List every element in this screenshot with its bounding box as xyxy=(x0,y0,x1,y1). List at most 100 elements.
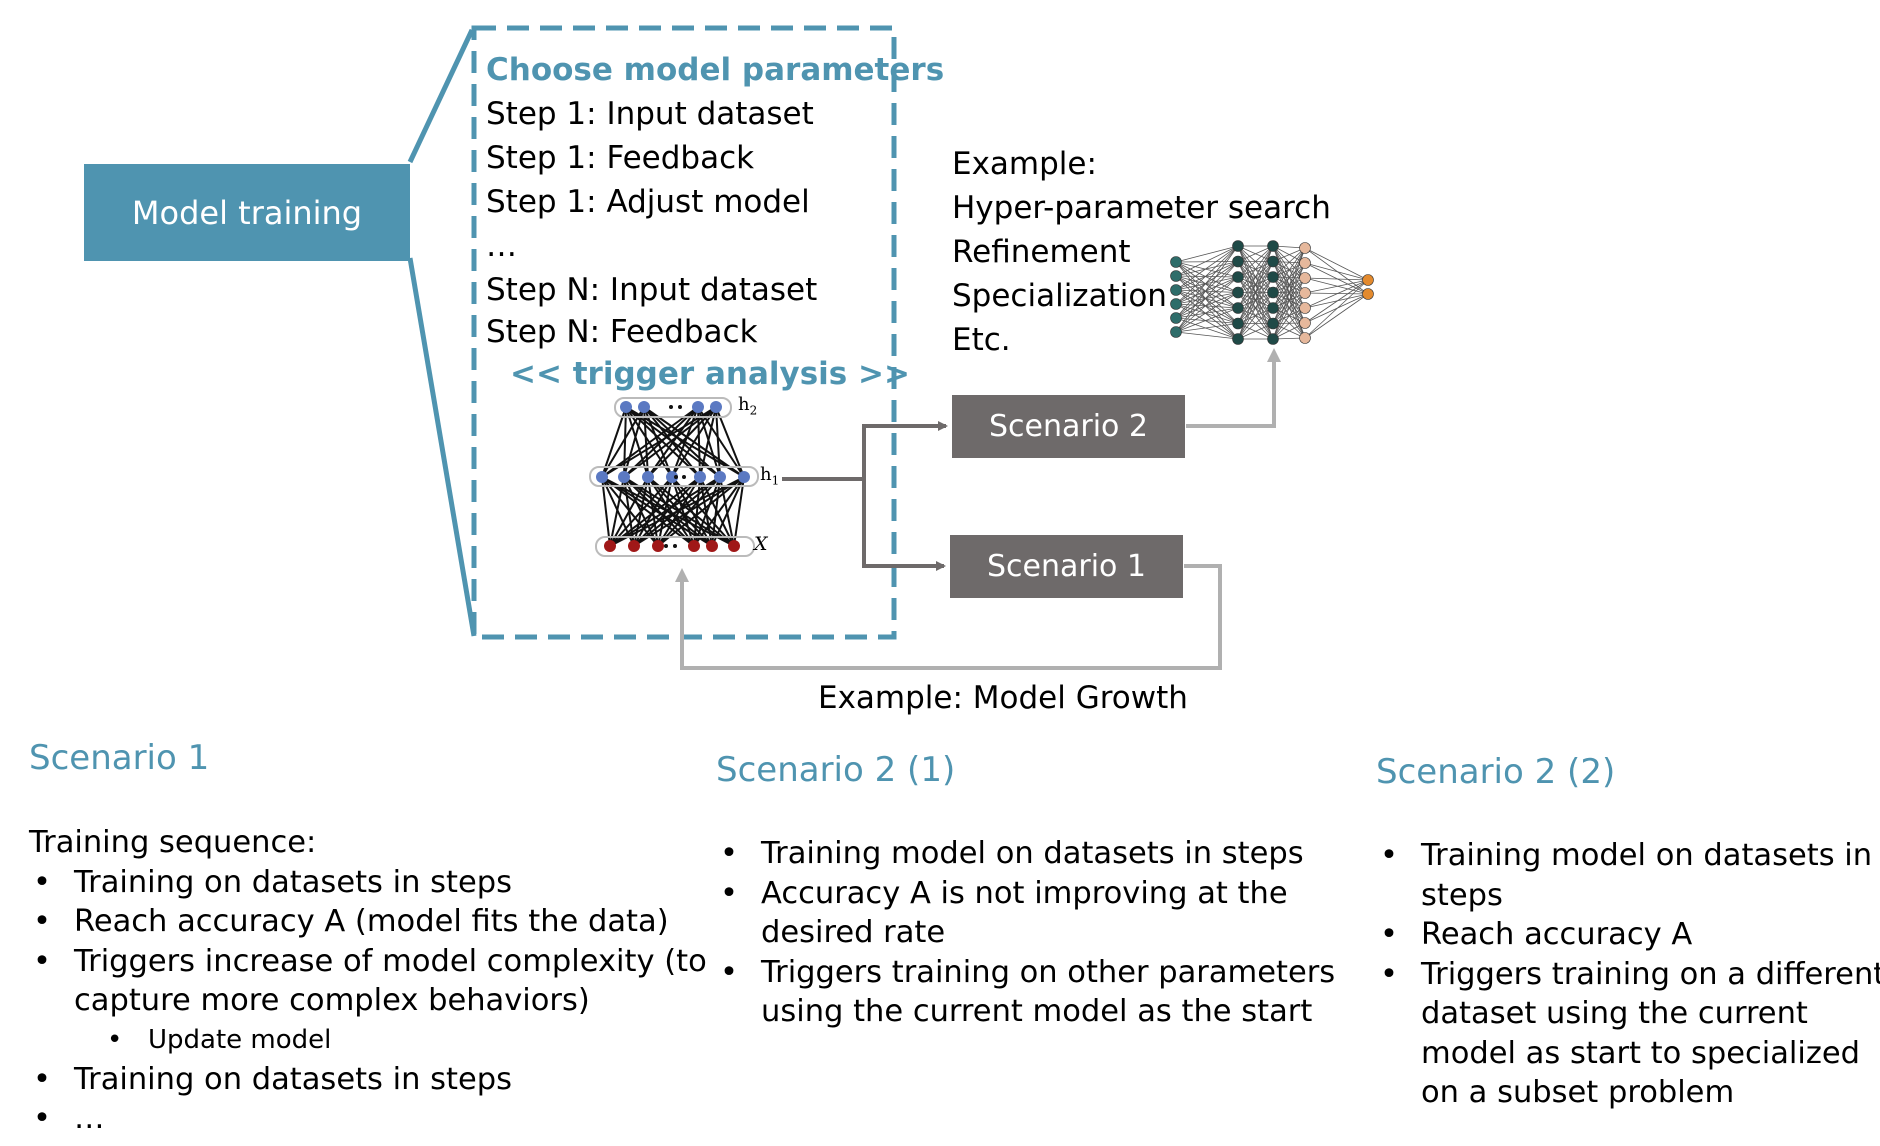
layer-h1-subscript: 1 xyxy=(771,473,780,488)
scenario-1-label: Scenario 1 xyxy=(986,549,1147,584)
network-edge xyxy=(711,476,721,547)
deep-network-edge xyxy=(1175,261,1239,340)
network-edge xyxy=(671,406,717,478)
deep-network-edge xyxy=(1304,279,1369,339)
network-edge xyxy=(733,476,745,547)
deep-network-edge xyxy=(1175,245,1239,291)
deep-network-edge xyxy=(1175,261,1239,263)
list-item: Training on datasets in steps xyxy=(29,1060,707,1100)
deep-network-edge xyxy=(1175,303,1239,324)
deep-network-node xyxy=(1232,317,1244,330)
deep-network-edge xyxy=(1175,276,1239,305)
network-edge xyxy=(693,476,721,547)
scenario-1-bullets: Training on datasets in steps Reach accu… xyxy=(29,863,707,1139)
deep-network-edge xyxy=(1304,247,1369,295)
network-edge xyxy=(601,406,717,478)
list-item-line: desired rate xyxy=(761,915,946,950)
deep-network-node xyxy=(1232,255,1244,268)
deep-network-node xyxy=(1170,284,1182,296)
deep-network-edge xyxy=(1175,303,1239,309)
deep-network-edge xyxy=(1175,292,1239,305)
deep-network-edge xyxy=(1175,245,1239,319)
example-line: Etc. xyxy=(952,322,1011,358)
network-edge xyxy=(609,476,701,547)
deep-network-edge xyxy=(1175,317,1239,324)
deep-network-node xyxy=(1299,302,1311,314)
deep-network-edge xyxy=(1175,289,1239,324)
model-training-label: Model training xyxy=(131,193,363,232)
diagram-canvas xyxy=(84,25,1374,670)
deep-network-node xyxy=(1267,271,1279,283)
ellipsis-dot xyxy=(669,405,673,409)
layer-h2-subscript: 2 xyxy=(749,403,758,418)
scenario-2-1-heading: Scenario 2 (1) xyxy=(716,750,956,790)
hidden-node xyxy=(694,471,706,483)
deep-network-node xyxy=(1267,317,1279,330)
network-edge xyxy=(693,476,701,547)
layer-h1-outline xyxy=(589,466,759,487)
network-edge xyxy=(715,406,745,478)
deep-network-edge xyxy=(1304,279,1369,324)
list-item: Triggers increase of model complexity (t… xyxy=(29,942,707,1021)
deep-network-edge xyxy=(1272,247,1306,278)
network-edge xyxy=(643,406,649,478)
deep-network-edge xyxy=(1175,276,1239,333)
list-item-line: using the current model as the start xyxy=(761,994,1313,1029)
network-edge xyxy=(647,406,717,478)
arrow-to-scenario-2 xyxy=(862,421,948,479)
network-edge xyxy=(711,476,745,547)
list-item: Training model on datasets in steps xyxy=(1376,836,1880,915)
network-edge xyxy=(601,406,645,478)
network-connections xyxy=(601,406,745,547)
deep-network-node xyxy=(1362,274,1374,286)
network-edge xyxy=(623,406,645,478)
input-node xyxy=(688,540,700,552)
input-node xyxy=(728,540,740,552)
deep-network-edge xyxy=(1175,275,1239,309)
step-line: Step N: Feedback xyxy=(486,314,758,350)
deep-network-node xyxy=(1170,256,1182,268)
network-edge xyxy=(633,476,701,547)
model-growth-label: Example: Model Growth xyxy=(818,680,1188,716)
network-edge xyxy=(671,406,699,478)
deep-network-edge xyxy=(1272,277,1306,340)
scenario-2-2-heading: Scenario 2 (2) xyxy=(1376,752,1616,792)
step-line: Step 1: Input dataset xyxy=(486,96,814,132)
hidden-node xyxy=(666,471,678,483)
network-edge xyxy=(601,476,713,547)
deep-network-edge xyxy=(1175,261,1239,305)
layer-h1-label: h1 xyxy=(760,464,779,488)
list-item-line: Triggers training on a different xyxy=(1421,956,1880,992)
deep-network-edge xyxy=(1175,245,1239,277)
hidden-node xyxy=(620,401,632,413)
deep-network-edge xyxy=(1175,289,1239,309)
deep-network-edge xyxy=(1175,292,1239,319)
deep-network-edge xyxy=(1175,261,1239,333)
hidden-node xyxy=(710,401,722,413)
hidden-node xyxy=(714,471,726,483)
list-item: Training model on datasets in steps xyxy=(716,834,1335,874)
deep-network-edge xyxy=(1175,289,1239,340)
list-item: Triggers training on other parameters us… xyxy=(716,953,1335,1032)
network-edge xyxy=(601,476,695,547)
list-item-line: Triggers increase of model complexity (t… xyxy=(74,943,707,979)
example-line: Hyper-parameter search xyxy=(952,190,1331,226)
zoom-line-top xyxy=(407,28,475,164)
deep-network-node xyxy=(1299,257,1311,269)
deep-network-edge xyxy=(1237,307,1274,340)
deep-network-edge xyxy=(1175,275,1239,324)
list-item-line: Triggers training on other parameters xyxy=(761,954,1336,990)
deep-network-node xyxy=(1232,302,1244,314)
network-edge xyxy=(609,476,649,547)
network-edge xyxy=(623,406,717,478)
deep-network-edge xyxy=(1175,323,1239,333)
deep-network-edge xyxy=(1272,307,1306,340)
scenario-2-2-bullets: Training model on datasets in steps Reac… xyxy=(1376,836,1880,1113)
scenario-2-label: Scenario 2 xyxy=(988,409,1149,444)
scenario-1-heading: Scenario 1 xyxy=(29,738,210,778)
network-edge xyxy=(625,406,701,478)
deep-network-edge xyxy=(1175,245,1239,263)
deep-network-edge xyxy=(1175,317,1239,340)
step-line: Step 1: Feedback xyxy=(486,140,755,176)
deep-network-node xyxy=(1267,240,1279,252)
